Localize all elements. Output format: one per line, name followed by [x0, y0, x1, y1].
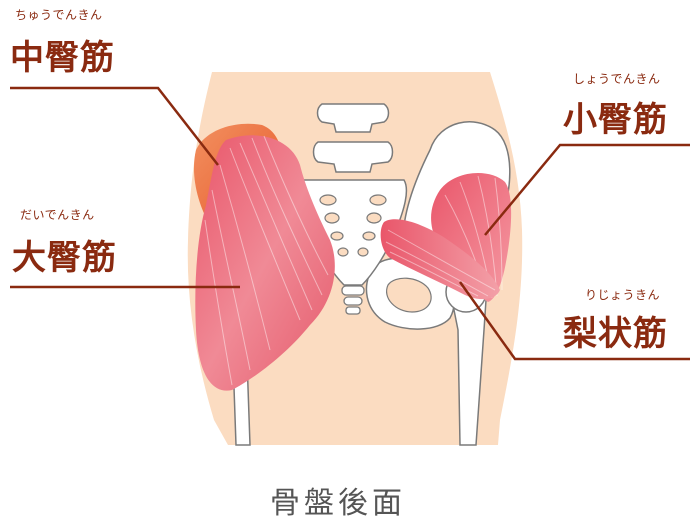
lumbar-vertebrae — [312, 103, 394, 173]
gluteus-maximus-fibers — [204, 135, 329, 386]
gluteus-maximus-muscle — [195, 135, 335, 391]
piriformis-reading: りじょうきん — [585, 288, 661, 302]
gluteus-minimus-muscle — [431, 172, 512, 302]
leader-piriformis — [458, 281, 690, 361]
gluteus-minimus-reading: しょうでんきん — [573, 72, 661, 86]
piriformis-muscle — [380, 219, 500, 300]
obturator-foramen — [386, 277, 432, 313]
gluteus-maximus-label: 大臀筋 — [12, 238, 117, 278]
coccyx — [341, 285, 365, 315]
gluteus-medius-label: 中臀筋 — [10, 38, 115, 78]
leader-lines — [10, 86, 690, 361]
leader-gluteus-medius — [10, 86, 219, 166]
piriformis-fibers — [385, 229, 496, 297]
leader-gluteus-minimus — [484, 143, 690, 236]
piriformis-label: 梨状筋 — [563, 314, 668, 354]
gluteus-medius-reading: ちゅうでんきん — [15, 8, 103, 22]
gluteus-maximus-reading: だいでんきん — [20, 208, 95, 222]
sacral-foramina — [319, 194, 387, 257]
gluteus-minimus-label: 小臀筋 — [563, 100, 668, 140]
diagram-caption: 骨盤後面 — [270, 486, 406, 521]
